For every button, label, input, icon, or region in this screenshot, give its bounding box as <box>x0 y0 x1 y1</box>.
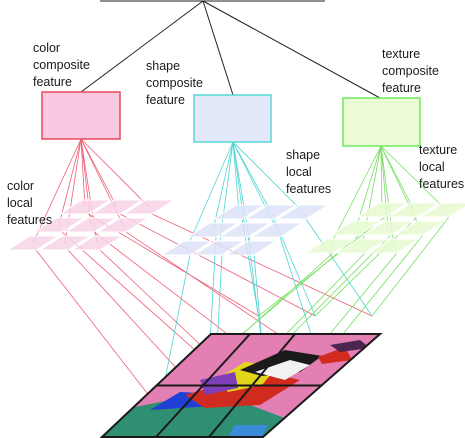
shape-link-line <box>232 141 304 213</box>
texture-local-patch <box>335 238 389 254</box>
color-local-patch <box>32 217 86 233</box>
texture-link-line <box>380 145 415 211</box>
color-local-patch <box>58 199 112 215</box>
shape-composite-label: shape composite feature <box>146 59 203 107</box>
shape-link-line <box>186 141 234 249</box>
color-projection-line <box>61 231 210 363</box>
color-local-patch <box>96 217 150 233</box>
texture-projection-line <box>258 216 386 317</box>
shape-local-patch <box>218 222 272 238</box>
color-projection-line <box>151 213 373 317</box>
color-local-patch <box>70 235 124 251</box>
shape-connection-lines <box>158 141 373 409</box>
shape-local-patch <box>250 222 304 238</box>
shape-local-feature-grid <box>160 204 330 256</box>
color-projection-line <box>35 249 160 409</box>
color-local-feature-grid <box>6 199 176 251</box>
texture-local-patch <box>303 238 357 254</box>
color-link-line <box>80 138 86 208</box>
color-composite-box <box>41 91 121 140</box>
shape-local-label: shape local features <box>286 148 332 196</box>
root-edge-color <box>80 0 204 93</box>
color-local-patch <box>90 199 144 215</box>
texture-local-feature-grid <box>303 202 465 254</box>
shape-link-line <box>232 141 272 213</box>
texture-composite-box <box>342 97 421 147</box>
color-link-line <box>80 138 150 208</box>
root-edge-texture <box>202 0 381 99</box>
texture-local-patch <box>419 202 465 218</box>
shape-local-patch <box>244 204 298 220</box>
segmented-image <box>99 333 383 438</box>
shape-local-patch <box>192 240 246 256</box>
shape-local-patch <box>276 204 330 220</box>
color-projection-line <box>119 213 316 317</box>
color-local-patch <box>122 199 176 215</box>
texture-link-line <box>329 145 382 247</box>
white-region <box>255 360 310 380</box>
blue-corner <box>228 425 268 437</box>
texture-local-label: texture local features <box>419 143 465 191</box>
color-link-line <box>58 138 82 226</box>
dark-region <box>330 340 370 352</box>
root-node <box>80 0 381 99</box>
shape-local-patch <box>160 240 214 256</box>
texture-local-patch <box>387 202 441 218</box>
red-region <box>185 372 300 408</box>
shape-projection-line <box>305 218 373 317</box>
shape-local-patch <box>186 222 240 238</box>
texture-local-patch <box>367 238 421 254</box>
shape-composite-box <box>193 94 272 143</box>
root-edge-shape <box>202 0 234 96</box>
color-composite-label: color composite feature <box>33 41 90 89</box>
shape-link-line <box>212 141 234 231</box>
texture-local-patch <box>355 202 409 218</box>
purple-region <box>200 372 238 395</box>
texture-local-patch <box>361 220 415 236</box>
color-local-patch <box>64 217 118 233</box>
texture-composite-label: texture composite feature <box>382 47 439 95</box>
shape-local-patch <box>212 204 266 220</box>
texture-link-line <box>380 145 383 211</box>
shape-link-line <box>232 141 240 213</box>
color-local-label: color local features <box>7 179 53 227</box>
texture-projection-line <box>371 216 450 317</box>
color-local-patch <box>38 235 92 251</box>
color-link-line <box>32 138 82 244</box>
texture-link-line <box>355 145 382 229</box>
shape-local-patch <box>224 240 278 256</box>
color-local-patch <box>6 235 60 251</box>
color-link-line <box>80 138 118 208</box>
texture-local-patch <box>393 220 447 236</box>
texture-link-line <box>380 145 447 211</box>
texture-local-patch <box>329 220 383 236</box>
